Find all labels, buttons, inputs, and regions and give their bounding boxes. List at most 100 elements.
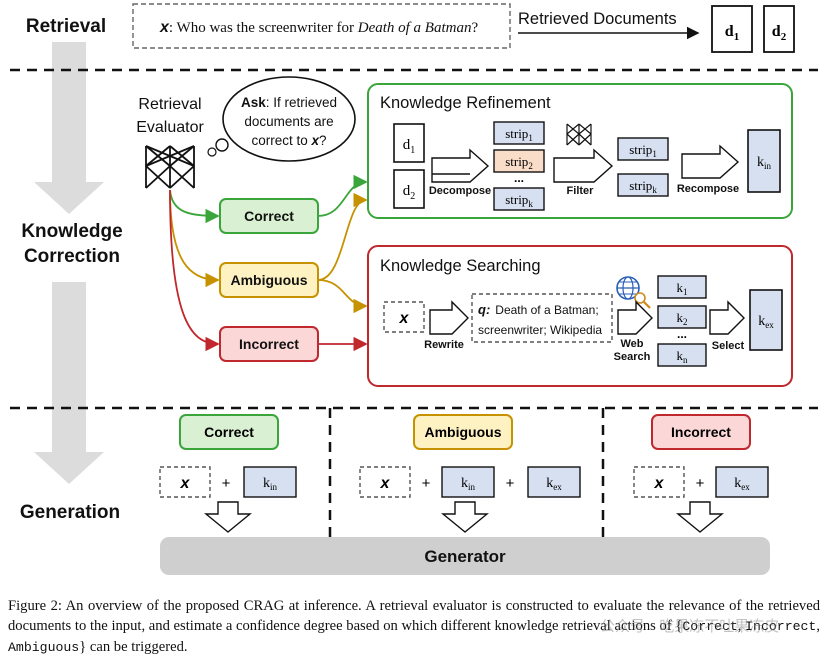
searched-ellipsis: ... bbox=[677, 327, 687, 341]
generation-incorrect-badge: Incorrect bbox=[651, 414, 751, 450]
searched-knowledge-1: k1 bbox=[657, 275, 707, 299]
branch-arrow-ambiguous bbox=[169, 189, 220, 288]
route-ambiguous-to-searching bbox=[317, 279, 368, 314]
filter-arrow bbox=[553, 148, 614, 183]
svg-text:stripk: stripk bbox=[505, 192, 533, 209]
svg-text:Ask: If retrieved: Ask: If retrieved bbox=[241, 95, 337, 110]
svg-text:correct to x?: correct to x? bbox=[251, 133, 326, 148]
svg-text:Incorrect: Incorrect bbox=[239, 336, 299, 352]
rewrite-arrow bbox=[429, 300, 469, 335]
refinement-doc-2: d2 bbox=[393, 169, 425, 209]
filter-label: Filter bbox=[567, 185, 595, 197]
searched-knowledge-n: kn bbox=[657, 343, 707, 367]
svg-text:Correct: Correct bbox=[204, 424, 254, 440]
strip-k: stripk bbox=[493, 187, 545, 211]
internal-knowledge-box: kin bbox=[747, 129, 781, 193]
svg-text:x: x bbox=[654, 475, 665, 492]
gen-ambiguous-plus-2: + bbox=[506, 475, 515, 492]
searching-title: Knowledge Searching bbox=[380, 257, 541, 275]
generation-ambiguous-badge: Ambiguous bbox=[413, 414, 513, 450]
branch-arrow-correct bbox=[169, 189, 220, 224]
ask-thought-bubble: Ask: If retrieved documents are correct … bbox=[207, 76, 356, 162]
generator-box: Generator bbox=[160, 537, 770, 575]
external-knowledge-box: kex bbox=[749, 289, 783, 351]
neural-network-icon bbox=[145, 145, 195, 189]
svg-text:stripk: stripk bbox=[629, 178, 657, 195]
strip-2: strip2 bbox=[493, 149, 545, 173]
svg-text:documents are: documents are bbox=[244, 114, 333, 129]
gen-arrow-ambiguous bbox=[441, 501, 489, 533]
gen-correct-x: x bbox=[159, 466, 211, 498]
svg-text:kex: kex bbox=[546, 476, 562, 492]
recompose-arrow bbox=[681, 144, 740, 179]
gen-incorrect-x: x bbox=[633, 466, 685, 498]
svg-text:x: x bbox=[180, 475, 191, 492]
flow-arrow-correction-to-generation bbox=[34, 282, 104, 484]
filtered-strip-k: stripk bbox=[617, 173, 669, 197]
svg-text:k1: k1 bbox=[677, 280, 688, 297]
svg-text:Correct: Correct bbox=[244, 208, 294, 224]
gen-ambiguous-kex: kex bbox=[527, 466, 581, 498]
refinement-module bbox=[367, 83, 793, 219]
section-label-generation: Generation bbox=[20, 502, 120, 523]
strip-1: strip1 bbox=[493, 121, 545, 145]
svg-text:screenwriter; Wikipedia: screenwriter; Wikipedia bbox=[478, 323, 602, 337]
rewritten-query-box: q:Death of a Batman; screenwriter; Wikip… bbox=[471, 293, 613, 343]
recompose-label: Recompose bbox=[677, 183, 739, 195]
web-search-label-2: Search bbox=[614, 351, 651, 363]
refinement-doc-1: d1 bbox=[393, 123, 425, 163]
select-arrow bbox=[709, 300, 745, 335]
svg-text:k2: k2 bbox=[677, 310, 688, 327]
gen-ambiguous-x: x bbox=[359, 466, 411, 498]
svg-text:strip1: strip1 bbox=[629, 142, 657, 159]
section-label-correction-1: Knowledge bbox=[21, 221, 122, 242]
gen-incorrect-plus: + bbox=[696, 475, 705, 492]
action-incorrect: Incorrect bbox=[219, 326, 319, 362]
svg-text:kex: kex bbox=[734, 476, 750, 492]
svg-text:Incorrect: Incorrect bbox=[671, 424, 731, 440]
watermark: 公众号 · 吃果冻不吐果冻皮 bbox=[600, 617, 780, 635]
gen-correct-plus: + bbox=[222, 475, 231, 492]
action-correct: Correct bbox=[219, 198, 319, 234]
refinement-title: Knowledge Refinement bbox=[380, 94, 551, 112]
decompose-arrow bbox=[431, 148, 490, 183]
route-correct-to-refinement bbox=[317, 174, 368, 217]
filtered-strip-1: strip1 bbox=[617, 137, 669, 161]
svg-text:kn: kn bbox=[677, 348, 689, 365]
query-box bbox=[132, 3, 511, 49]
svg-text:d1: d1 bbox=[725, 23, 739, 43]
svg-text:d1: d1 bbox=[403, 137, 416, 156]
gen-incorrect-kex: kex bbox=[715, 466, 769, 498]
web-search-globe-icon bbox=[616, 276, 651, 309]
svg-text:d2: d2 bbox=[772, 23, 787, 43]
gen-correct-kin: kin bbox=[243, 466, 297, 498]
retrieved-doc-2: d2 bbox=[763, 5, 795, 53]
svg-text:kin: kin bbox=[461, 476, 476, 492]
retrieved-documents-label: Retrieved Documents bbox=[518, 10, 677, 28]
svg-text:strip1: strip1 bbox=[505, 126, 533, 143]
section-label-correction-2: Correction bbox=[24, 246, 120, 267]
searched-knowledge-2: k2 bbox=[657, 305, 707, 329]
section-label-retrieval: Retrieval bbox=[26, 16, 106, 37]
generation-correct-badge: Correct bbox=[179, 414, 279, 450]
web-search-arrow bbox=[617, 300, 653, 335]
gen-arrow-incorrect bbox=[676, 501, 724, 533]
route-ambiguous-to-refinement bbox=[317, 192, 368, 281]
select-label: Select bbox=[712, 340, 745, 352]
evaluator-label-1: Retrieval bbox=[138, 96, 201, 113]
gen-ambiguous-plus-1: + bbox=[422, 475, 431, 492]
svg-text:kin: kin bbox=[757, 155, 772, 171]
gen-arrow-correct bbox=[204, 501, 252, 533]
svg-text:q:Death of a Batman;: q:Death of a Batman; bbox=[478, 302, 599, 317]
svg-text:kin: kin bbox=[263, 476, 278, 492]
flow-arrow-retrieval-to-correction bbox=[34, 42, 104, 214]
branch-arrow-incorrect bbox=[169, 189, 220, 352]
svg-text:Generator: Generator bbox=[424, 547, 506, 566]
query-text: x: Who was the screenwriter for Death of… bbox=[159, 19, 478, 36]
retrieved-doc-1: d1 bbox=[711, 5, 753, 53]
filter-network-icon bbox=[566, 123, 592, 146]
svg-text:Ambiguous: Ambiguous bbox=[231, 272, 308, 288]
strip-ellipsis: ... bbox=[514, 171, 524, 185]
rewrite-label: Rewrite bbox=[424, 339, 464, 351]
